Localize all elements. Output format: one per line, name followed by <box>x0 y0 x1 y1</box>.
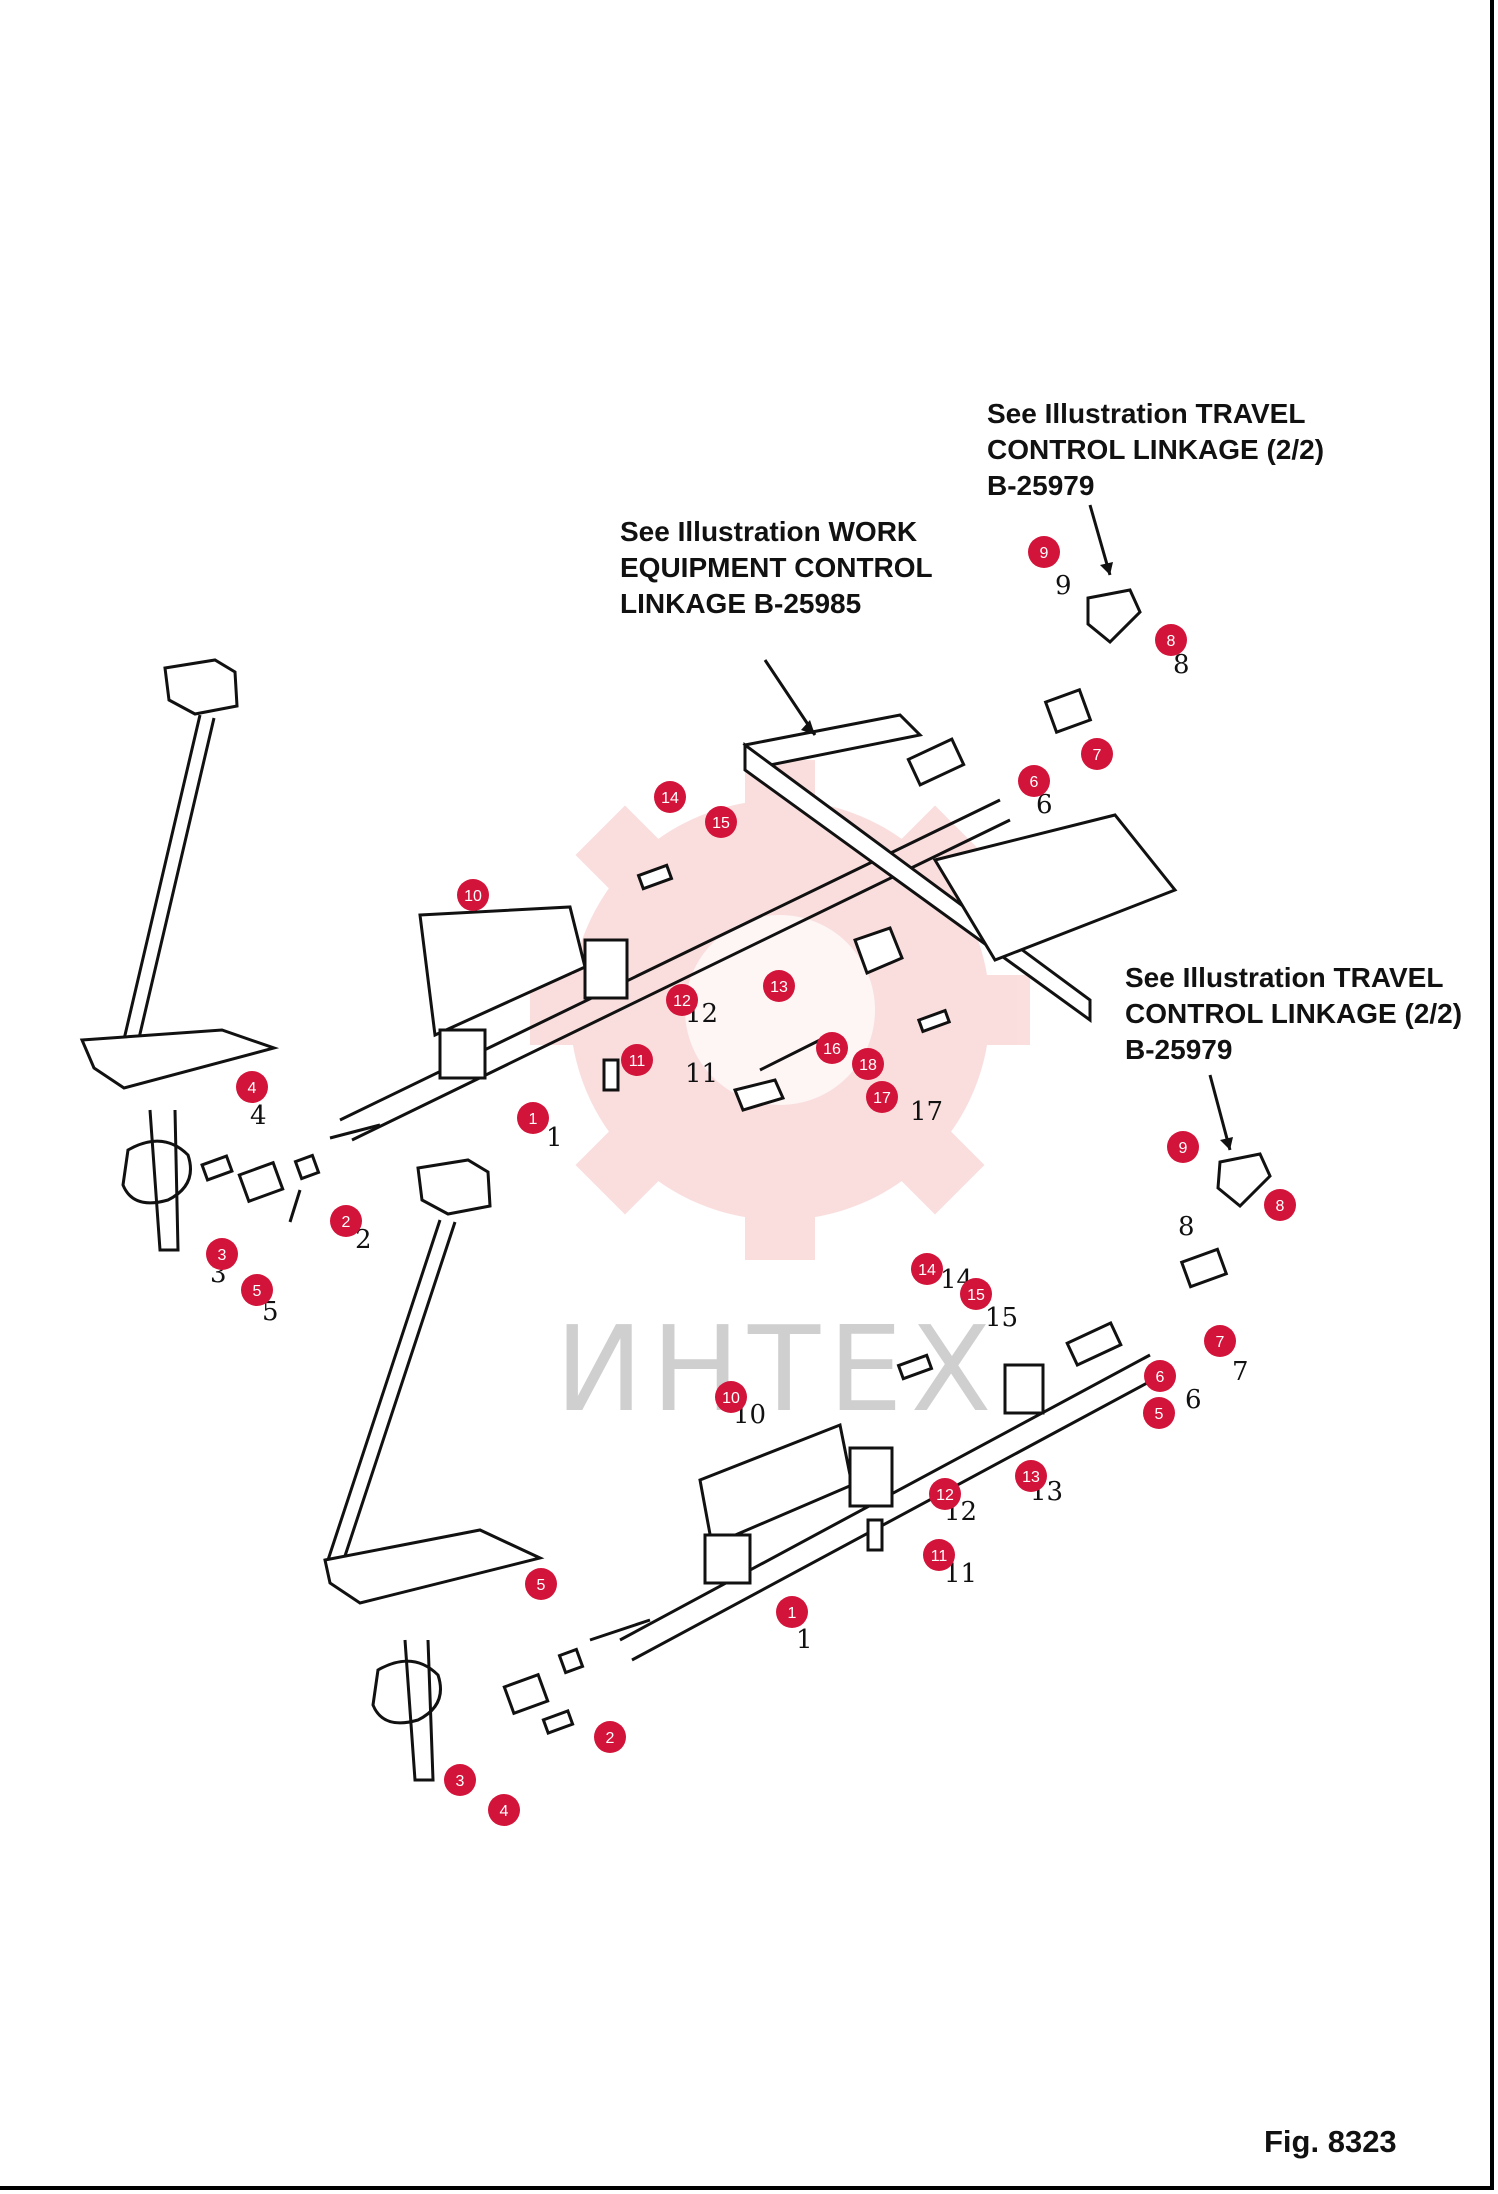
callout-number: 16 <box>823 1041 841 1058</box>
callout-marker <box>1204 1325 1236 1357</box>
callout-number: 6 <box>1030 774 1039 791</box>
svg-text:2: 2 <box>355 1225 372 1255</box>
callout-number: 4 <box>248 1080 257 1097</box>
callout-number: 11 <box>629 1053 646 1070</box>
callout-number: 12 <box>936 1487 954 1504</box>
callout-marker <box>776 1596 808 1628</box>
callout-marker <box>929 1478 961 1510</box>
callout-marker <box>330 1205 362 1237</box>
callout-number: 5 <box>1155 1406 1164 1423</box>
svg-text:4: 4 <box>250 1101 267 1131</box>
callout-marker <box>866 1081 898 1113</box>
callout-marker <box>763 970 795 1002</box>
callout-number: 15 <box>967 1287 985 1304</box>
lower-lever <box>323 1158 545 1782</box>
callout-marker <box>236 1071 268 1103</box>
reference-arrows <box>763 504 1233 1151</box>
upper-lever <box>79 658 280 1252</box>
callout-marker <box>1028 536 1060 568</box>
callout-marker <box>1018 765 1050 797</box>
callout-marker <box>457 879 489 911</box>
callout-number: 18 <box>859 1057 877 1074</box>
callout-marker <box>517 1102 549 1134</box>
upper-clevis <box>200 863 952 1223</box>
callout-marker <box>705 806 737 838</box>
callout-number: 5 <box>253 1283 262 1300</box>
callout-number: 1 <box>788 1605 797 1622</box>
callout-marker <box>594 1721 626 1753</box>
callout-number: 4 <box>500 1803 509 1820</box>
svg-text:5: 5 <box>262 1297 279 1327</box>
callout-marker <box>206 1238 238 1270</box>
callout-number: 3 <box>456 1773 465 1790</box>
callout-marker <box>444 1764 476 1796</box>
callout-marker <box>1167 1131 1199 1163</box>
callout-number: 13 <box>770 979 788 996</box>
callout-marker <box>1081 738 1113 770</box>
callout-marker <box>911 1253 943 1285</box>
callout-number: 2 <box>342 1214 351 1231</box>
callout-number: 17 <box>873 1090 891 1107</box>
callout-number: 8 <box>1276 1198 1285 1215</box>
callout-number: 7 <box>1216 1334 1225 1351</box>
callout-marker <box>1155 624 1187 656</box>
lower-clevis <box>502 1618 651 1735</box>
svg-text:17: 17 <box>910 1097 943 1127</box>
callout-marker <box>923 1539 955 1571</box>
callout-marker <box>852 1048 884 1080</box>
callout-marker <box>666 984 698 1016</box>
callout-marker <box>960 1278 992 1310</box>
svg-text:8: 8 <box>1173 650 1190 680</box>
callout-marker <box>621 1044 653 1076</box>
callout-number: 5 <box>537 1577 546 1594</box>
svg-text:9: 9 <box>1055 571 1072 601</box>
callout-number: 15 <box>712 815 730 832</box>
note-work-equipment: See Illustration WORK EQUIPMENT CONTROL … <box>620 516 933 619</box>
callout-marker <box>816 1032 848 1064</box>
svg-text:1: 1 <box>546 1123 563 1153</box>
callout-number: 8 <box>1167 633 1176 650</box>
callout-number: 6 <box>1156 1369 1165 1386</box>
callout-marker <box>1144 1360 1176 1392</box>
callout-marker <box>1143 1397 1175 1429</box>
upper-shaft <box>339 588 1178 1142</box>
callout-marker <box>1264 1189 1296 1221</box>
callout-number: 7 <box>1093 747 1102 764</box>
callout-marker <box>1015 1460 1047 1492</box>
callout-number: 13 <box>1022 1469 1040 1486</box>
note-travel-control-right: See Illustration TRAVEL CONTROL LINKAGE … <box>1125 962 1463 1065</box>
svg-text:7: 7 <box>1232 1357 1249 1387</box>
svg-text:8: 8 <box>1178 1212 1195 1242</box>
callout-number: 10 <box>722 1390 740 1407</box>
callout-number: 2 <box>606 1730 615 1747</box>
callout-marker <box>654 781 686 813</box>
callout-number: 1 <box>529 1111 538 1128</box>
svg-text:6: 6 <box>1185 1385 1202 1415</box>
lower-shaft <box>619 1152 1272 1662</box>
svg-text:1: 1 <box>796 1625 813 1655</box>
svg-text:11: 11 <box>685 1059 718 1089</box>
callout-number: 14 <box>918 1262 936 1279</box>
callout-number: 14 <box>661 790 679 807</box>
callout-number: 9 <box>1040 545 1049 562</box>
callout-marker <box>488 1794 520 1826</box>
callout-marker <box>525 1568 557 1600</box>
callout-number: 10 <box>464 888 482 905</box>
svg-text:15: 15 <box>985 1303 1018 1333</box>
callout-number: 11 <box>931 1548 948 1565</box>
note-travel-control-top: See Illustration TRAVEL CONTROL LINKAGE … <box>987 398 1325 501</box>
figure-label: Fig. 8323 <box>1264 2124 1397 2159</box>
callout-marker <box>715 1381 747 1413</box>
callout-marker <box>241 1274 273 1306</box>
svg-text:6: 6 <box>1036 790 1053 820</box>
callout-number: 9 <box>1179 1140 1188 1157</box>
callout-number: 12 <box>673 993 691 1010</box>
callout-number: 3 <box>218 1247 227 1264</box>
